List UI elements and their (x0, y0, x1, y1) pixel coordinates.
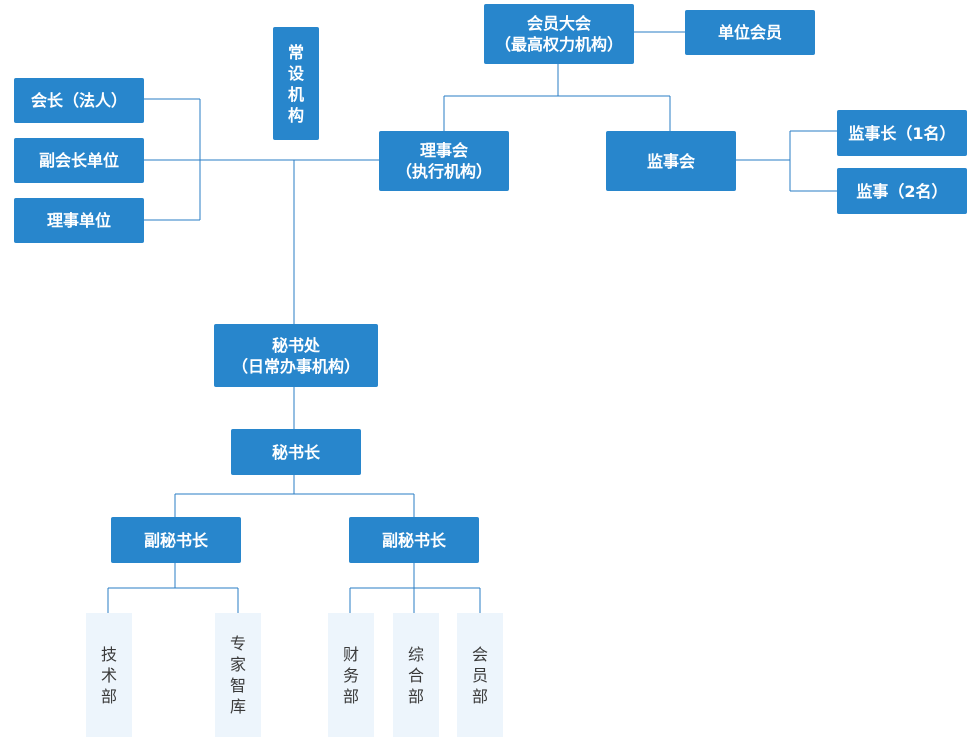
chief-supervisor-label: 监事长（1名） (848, 123, 956, 143)
department-label: 财务部 (342, 644, 359, 706)
secretary-general-box: 秘书长 (231, 429, 361, 475)
general-assembly-box: 会员大会 （最高权力机构） (484, 4, 634, 64)
standing-body-box: 常设机构 (273, 27, 319, 140)
supervisory-board-label: 监事会 (646, 151, 695, 171)
department-box: 技术部 (86, 613, 132, 737)
secretary-general-label: 秘书长 (271, 442, 320, 462)
director-unit-label: 理事单位 (46, 211, 111, 230)
secretariat-title: 秘书处 (271, 335, 320, 355)
council-title: 理事会 (419, 141, 468, 160)
department-label: 会员部 (471, 644, 488, 706)
supervisors-label: 监事（2名） (856, 181, 948, 201)
vice-president-unit-box: 副会长单位 (14, 138, 144, 183)
supervisory-board-box: 监事会 (606, 131, 736, 191)
supervisors-box: 监事（2名） (837, 168, 967, 214)
department-label: 技术部 (100, 644, 117, 706)
unit-member-label: 单位会员 (717, 23, 782, 42)
department-box: 综合部 (393, 613, 439, 737)
standing-body-label: 常设机构 (287, 42, 304, 125)
secretariat-subtitle: （日常办事机构） (231, 356, 360, 376)
council-subtitle: （执行机构） (395, 162, 492, 181)
president-box: 会长（法人） (14, 78, 144, 123)
president-label: 会长（法人） (30, 91, 127, 110)
deputy-secretary-label: 副秘书长 (381, 530, 446, 550)
general-assembly-subtitle: （最高权力机构） (494, 35, 623, 54)
department-box: 财务部 (328, 613, 374, 737)
director-unit-box: 理事单位 (14, 198, 144, 243)
deputy-secretary-label: 副秘书长 (143, 530, 208, 550)
deputy-secretary-box: 副秘书长 (349, 517, 479, 563)
department-label: 专家智库 (229, 634, 246, 716)
department-label: 综合部 (407, 644, 424, 706)
council-box: 理事会 （执行机构） (379, 131, 509, 191)
deputy-secretary-box: 副秘书长 (111, 517, 241, 563)
vice-president-unit-label: 副会长单位 (38, 151, 119, 170)
unit-member-box: 单位会员 (685, 10, 815, 55)
department-box: 会员部 (457, 613, 503, 737)
general-assembly-title: 会员大会 (526, 14, 591, 33)
chief-supervisor-box: 监事长（1名） (837, 110, 967, 156)
department-box: 专家智库 (215, 613, 261, 737)
secretariat-box: 秘书处 （日常办事机构） (214, 324, 378, 387)
